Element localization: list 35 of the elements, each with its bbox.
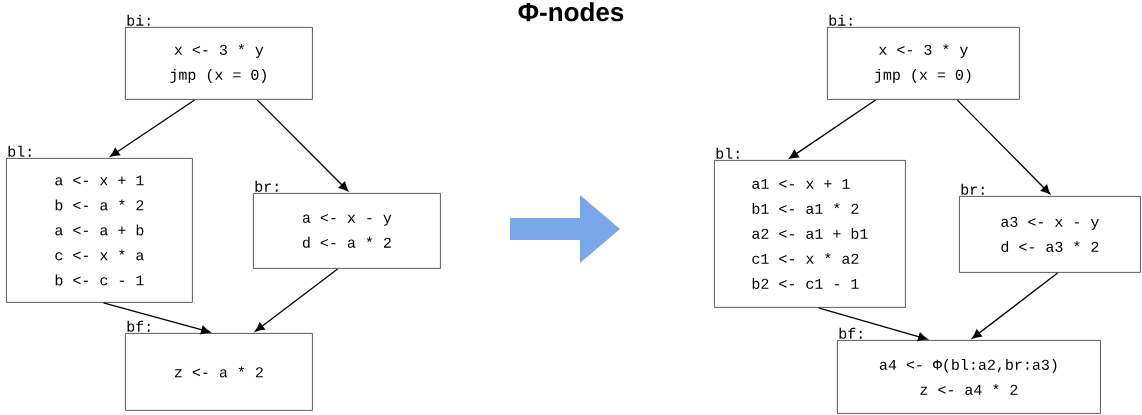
node-label: b <- a * 2 bbox=[55, 199, 144, 211]
code-block-box: x <- 3 * y jmp (x = 0) bbox=[827, 27, 1020, 100]
node-label: a <- a + b bbox=[55, 224, 144, 236]
arrow bbox=[102, 302, 211, 335]
code-block-box: a3 <- x - y d <- a3 * 2 bbox=[959, 196, 1141, 273]
code-block-box: x <- 3 * y jmp (x = 0) bbox=[125, 27, 313, 100]
block-label: br: bbox=[255, 180, 278, 192]
block-label: bf: bbox=[127, 320, 150, 332]
code-block-box: a <- x + 1 b <- a * 2 a <- a + b c <- x * a b <- c - 1 bbox=[6, 158, 193, 303]
block-label: bf: bbox=[839, 327, 862, 339]
node-label: a1 <- x + 1 bbox=[752, 178, 850, 189]
block-label: bi: bbox=[829, 14, 852, 26]
arrow bbox=[254, 268, 339, 332]
block-label: bl: bbox=[716, 147, 739, 159]
node-label: b1 <- a1 * 2 bbox=[752, 202, 859, 214]
node-label: c <- x * a bbox=[55, 249, 144, 261]
node-label: b2 <- c1 - 1 bbox=[752, 277, 859, 289]
arrow bbox=[789, 99, 877, 159]
arrow bbox=[956, 99, 1051, 195]
code-block-box: a1 <- x + 1 b1 <- a1 * 2 a2 <- a1 + b1 c1 <- x * a2 b2 <- c1 - 1 bbox=[714, 160, 906, 308]
arrow bbox=[256, 99, 349, 192]
arrow bbox=[110, 99, 196, 157]
block-label: bi: bbox=[127, 14, 150, 26]
arrow bbox=[971, 272, 1059, 339]
code-block-box: z <- a * 2 bbox=[125, 333, 313, 411]
block-label: bl: bbox=[8, 145, 31, 157]
node-label: b <- c - 1 bbox=[55, 274, 144, 286]
arrow bbox=[817, 307, 928, 342]
title: Φ-nodes bbox=[518, 2, 624, 22]
node-label: c1 <- x * a2 bbox=[752, 252, 859, 264]
code-block-box: a4 <- Φ(bl:a2,br:a3) z <- a4 * 2 bbox=[837, 340, 1101, 414]
node-label: a <- x + 1 bbox=[55, 175, 144, 186]
block-label: br: bbox=[961, 183, 984, 195]
node-label: a2 <- a1 + b1 bbox=[752, 227, 868, 239]
code-block-box: a <- x - y d <- a * 2 bbox=[253, 193, 441, 269]
